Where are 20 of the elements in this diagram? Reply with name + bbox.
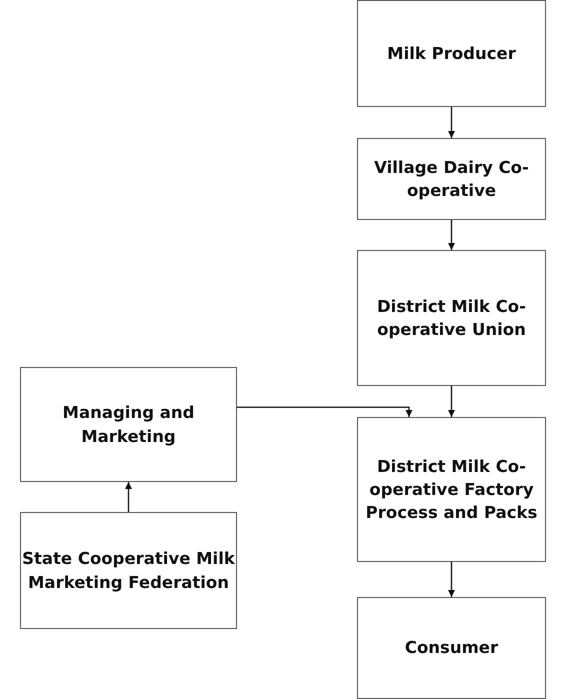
arrow	[237, 406, 412, 417]
process-box	[357, 597, 546, 699]
process-box	[20, 367, 237, 482]
box-label: Milk Producer	[387, 42, 516, 65]
box-label: Managing and Marketing	[62, 402, 196, 448]
arrow	[125, 482, 132, 512]
box-label: District Milk Co-operative Factory Process and Packs	[364, 456, 538, 524]
arrow	[448, 386, 455, 417]
box-label: Village Dairy Co-operative	[373, 156, 530, 202]
arrow	[448, 220, 455, 250]
box-label: State Cooperative Milk Marketing Federation	[21, 548, 236, 594]
process-box	[20, 512, 237, 629]
process-box	[357, 417, 546, 562]
arrow	[448, 562, 455, 597]
box-label: Consumer	[404, 637, 498, 660]
process-box	[357, 0, 546, 107]
arrow	[448, 107, 455, 138]
process-box	[357, 250, 546, 386]
box-label: District Milk Co-operative Union	[376, 296, 527, 341]
process-box	[357, 138, 546, 220]
